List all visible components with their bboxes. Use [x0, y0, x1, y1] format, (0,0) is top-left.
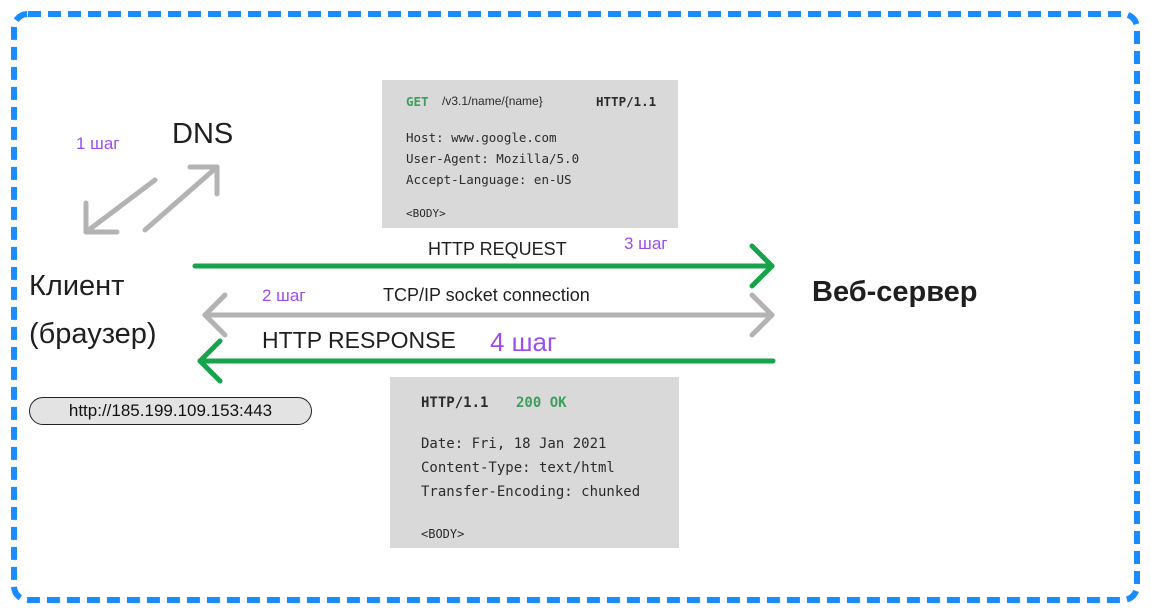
- server-label: Веб-сервер: [812, 276, 978, 308]
- request-arrow: [192, 243, 775, 289]
- step-3-label: 3 шаг: [624, 234, 668, 253]
- tcp-arrow-label: TCP/IP socket connection: [383, 285, 590, 305]
- client-label-line1: Клиент: [29, 270, 125, 302]
- request-version: HTTP/1.1: [596, 94, 657, 109]
- arrow-to-dns-head: [187, 164, 220, 197]
- arrow-to-client: [83, 177, 158, 235]
- http-request-box: GET /v3.1/name/{name} HTTP/1.1 Host: www…: [382, 80, 678, 228]
- arrow-to-client-head: [83, 200, 120, 235]
- response-arrow: [197, 338, 776, 384]
- dashed-border: [11, 11, 1140, 603]
- response-version: HTTP/1.1: [421, 395, 489, 411]
- step-1-label: 1 шаг: [76, 134, 120, 153]
- response-body: <BODY>: [421, 527, 465, 541]
- response-header-content-type: Content-Type: text/html: [421, 460, 615, 476]
- response-arrow-label: HTTP RESPONSE: [262, 327, 456, 353]
- request-method: GET: [406, 94, 429, 109]
- response-header-date: Date: Fri, 18 Jan 2021: [421, 436, 607, 452]
- response-status: 200 OK: [516, 395, 567, 411]
- http-response-box: HTTP/1.1 200 OK Date: Fri, 18 Jan 2021 C…: [390, 377, 679, 548]
- step-4-label: 4 шаг: [490, 327, 557, 357]
- step-2-label: 2 шаг: [262, 286, 306, 305]
- request-header-user-agent: User-Agent: Mozilla/5.0: [406, 151, 580, 166]
- request-header-host: Host: www.google.com: [406, 130, 557, 145]
- request-body: <BODY>: [406, 207, 446, 220]
- arrow-to-dns: [142, 164, 220, 233]
- request-header-accept-language: Accept-Language: en-US: [406, 172, 572, 187]
- tcp-arrow: [202, 292, 775, 338]
- dns-label: DNS: [172, 118, 234, 150]
- request-arrow-label: HTTP REQUEST: [428, 239, 567, 259]
- client-address-text: http://185.199.109.153:443: [68, 401, 273, 420]
- dns-arrows: [83, 164, 220, 235]
- client-label-line2: (браузер): [29, 318, 157, 350]
- client-address-pill: http://185.199.109.153:443: [29, 397, 312, 425]
- request-path: /v3.1/name/{name}: [442, 94, 543, 108]
- response-header-transfer-encoding: Transfer-Encoding: chunked: [421, 484, 641, 500]
